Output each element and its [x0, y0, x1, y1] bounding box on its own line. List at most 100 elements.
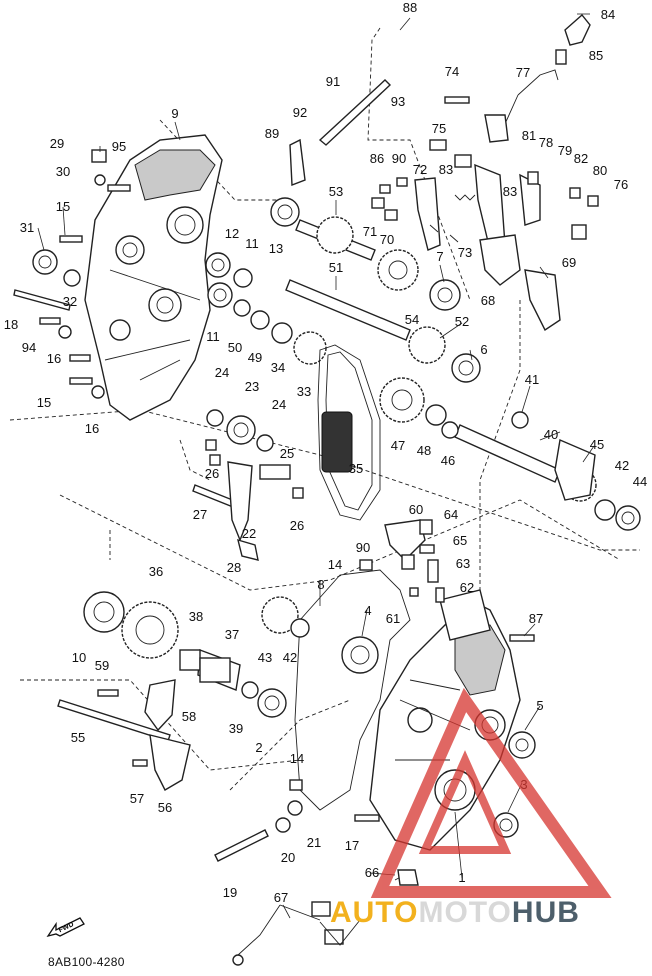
callout-50: 50: [228, 340, 242, 355]
callout-42-right: 42: [615, 458, 629, 473]
callout-68: 68: [481, 293, 495, 308]
callout-40: 40: [544, 427, 558, 442]
callout-57: 57: [130, 791, 144, 806]
callout-23: 23: [245, 379, 259, 394]
callout-69: 69: [562, 255, 576, 270]
callout-89: 89: [265, 126, 279, 141]
callout-18: 18: [4, 317, 18, 332]
callout-85: 85: [589, 48, 603, 63]
callout-93: 93: [391, 94, 405, 109]
callout-76: 76: [614, 177, 628, 192]
callout-15-lower: 15: [37, 395, 51, 410]
callout-21: 21: [307, 835, 321, 850]
watermark-part-hub: HUB: [511, 896, 580, 929]
callout-67: 67: [274, 890, 288, 905]
callout-51: 51: [329, 260, 343, 275]
callout-19: 19: [223, 885, 237, 900]
callout-24-left: 24: [215, 365, 229, 380]
callout-26-right: 26: [290, 518, 304, 533]
callout-15-upper: 15: [56, 199, 70, 214]
callout-62: 62: [460, 580, 474, 595]
callout-22: 22: [242, 526, 256, 541]
callout-9: 9: [171, 106, 178, 121]
callout-83-right: 83: [503, 184, 517, 199]
callout-11-upper: 11: [245, 236, 259, 251]
callout-55: 55: [71, 730, 85, 745]
watermark-part-auto: AUTO: [330, 896, 419, 929]
callout-49: 49: [248, 350, 262, 365]
callout-91: 91: [326, 74, 340, 89]
callout-43: 43: [258, 650, 272, 665]
callout-24-right: 24: [272, 397, 286, 412]
callout-44: 44: [633, 474, 647, 489]
callout-28: 28: [227, 560, 241, 575]
warning-triangle-icon: [370, 687, 612, 898]
shafts: [13, 79, 561, 862]
callout-80: 80: [593, 163, 607, 178]
callout-41: 41: [525, 372, 539, 387]
callout-38: 38: [189, 609, 203, 624]
bearings-washers: [32, 174, 641, 838]
callout-16-lower: 16: [85, 421, 99, 436]
callout-27: 27: [193, 507, 207, 522]
callout-13: 13: [269, 241, 283, 256]
callout-20: 20: [281, 850, 295, 865]
callout-46: 46: [441, 453, 455, 468]
callout-26-left: 26: [205, 466, 219, 481]
callout-72: 72: [413, 162, 427, 177]
callout-56: 56: [158, 800, 172, 815]
callout-81: 81: [522, 128, 536, 143]
leader-lines: [37, 13, 595, 919]
callout-90-upper: 90: [392, 151, 406, 166]
callout-32: 32: [63, 294, 77, 309]
callout-53: 53: [329, 184, 343, 199]
callout-10: 10: [72, 650, 86, 665]
left-crankcase: [84, 134, 223, 421]
shift-linkage: [144, 13, 596, 791]
callout-48: 48: [417, 443, 431, 458]
watermark-part-moto: MOTO: [418, 896, 512, 929]
callout-12: 12: [225, 226, 239, 241]
callout-92: 92: [293, 105, 307, 120]
callout-6: 6: [480, 342, 487, 357]
callout-39: 39: [229, 721, 243, 736]
callout-88: 88: [403, 0, 417, 15]
callout-78: 78: [539, 135, 553, 150]
callout-30: 30: [56, 164, 70, 179]
callout-95: 95: [112, 139, 126, 154]
drive-chain: [317, 344, 381, 521]
callout-14-lower: 14: [290, 751, 304, 766]
callout-31: 31: [20, 220, 34, 235]
callout-65: 65: [453, 533, 467, 548]
callout-5: 5: [536, 698, 543, 713]
callout-37: 37: [225, 627, 239, 642]
callout-82: 82: [574, 151, 588, 166]
callout-25: 25: [280, 446, 294, 461]
callout-70: 70: [380, 232, 394, 247]
callout-35: 35: [349, 461, 363, 476]
callout-59: 59: [95, 658, 109, 673]
callout-labels: 84 88 85 74 77 91 93 9 92 75 89 81 78 79…: [4, 0, 647, 905]
callout-11-lower: 11: [206, 329, 220, 344]
callout-83-upper: 83: [439, 162, 453, 177]
callout-66: 66: [365, 865, 379, 880]
callout-14-upper: 14: [328, 557, 342, 572]
callout-47: 47: [391, 438, 405, 453]
callout-86: 86: [370, 151, 384, 166]
callout-71: 71: [363, 224, 377, 239]
callout-42-lower: 42: [283, 650, 297, 665]
callout-60: 60: [409, 502, 423, 517]
callout-36: 36: [149, 564, 163, 579]
callout-45: 45: [590, 437, 604, 452]
callout-7: 7: [436, 249, 443, 264]
watermark-logo: AUTOMOTOHUB: [330, 896, 580, 930]
callout-54: 54: [405, 312, 419, 327]
callout-34: 34: [271, 360, 285, 375]
callout-74: 74: [445, 64, 459, 79]
forward-arrow-icon: FWD: [46, 917, 85, 938]
callout-61: 61: [386, 611, 400, 626]
callout-87: 87: [529, 611, 543, 626]
callout-52: 52: [455, 314, 469, 329]
callout-17: 17: [345, 838, 359, 853]
